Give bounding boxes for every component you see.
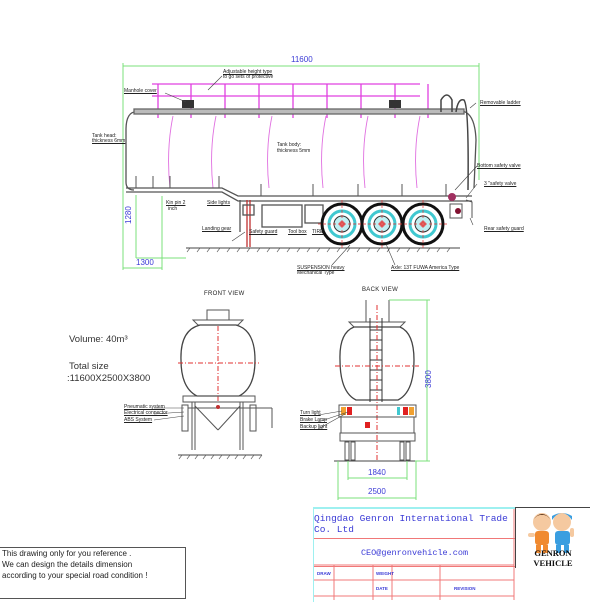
total-size-value: :11600X2500X3800: [67, 373, 151, 384]
back-height-label: 3800: [424, 370, 433, 388]
safety-guard-label: Safety guard: [249, 229, 278, 235]
overall-length-dimension: [122, 63, 480, 270]
turn-light-label: Turn light: [300, 410, 321, 416]
tire-label: TIRE: [312, 229, 324, 235]
frame-posts: [135, 176, 447, 196]
height-dimension-label: 1280: [124, 206, 133, 224]
revision-cell-label: REVISION: [454, 586, 476, 591]
removable-ladder-label: Removable ladder: [480, 100, 521, 106]
mascot-icon: [528, 513, 574, 553]
date-cell-label: DATE: [376, 586, 388, 591]
draw-cell-label: DRAW: [317, 571, 331, 576]
safety-valve-label: 3 "safety valve: [484, 181, 517, 187]
tank-head-label-2: thickness 6mm: [92, 138, 126, 144]
landing-gear: [242, 200, 255, 247]
chassis-frame: [126, 187, 472, 232]
inner-width-label: 1840: [368, 468, 386, 477]
rear-guard-label: Rear safety guard: [484, 226, 524, 232]
weight-cell-label: WEIGHT: [376, 571, 394, 576]
brake-lamp-label: Brake Lamp: [300, 417, 327, 423]
reference-note: This drawing only for you reference . We…: [0, 547, 186, 599]
wheel-2: [358, 200, 406, 248]
removable-ladder: [440, 94, 469, 191]
tank-body-label-1: Tank body:: [277, 142, 302, 148]
title-block-grid: [313, 507, 515, 600]
note-line-3: according to your special road condition…: [2, 571, 148, 580]
landing-gear-label: Landing gear: [202, 226, 232, 232]
abs-label: ABS System: [124, 417, 153, 423]
electrical-label: Electrical connector: [124, 410, 168, 416]
note-line-1: This drawing only for you reference .: [2, 549, 132, 558]
suspension-label-1: SUSPENSION heavy: [297, 265, 345, 271]
tank-head-label-1: Tank head:: [92, 133, 117, 139]
kingpin-label-1: Kin pin 2: [166, 200, 186, 206]
total-size-label: Total size: [69, 361, 109, 372]
wheel-3: [399, 200, 447, 248]
outer-width-label: 2500: [368, 487, 386, 496]
volume-spec: Volume: 40m³: [69, 334, 128, 345]
axle-label: Axle: 13T FUWA America Type: [391, 265, 460, 271]
title-block: Qingdao Genron International Trade Co. L…: [313, 507, 515, 602]
front-view-title: FRONT VIEW: [204, 291, 245, 297]
company-email[interactable]: CEO@genronvehicle.com: [314, 539, 515, 567]
back-view-title: BACK VIEW: [362, 287, 399, 293]
kingpin-label-2: inch: [168, 206, 178, 212]
leader-lines: [164, 75, 478, 266]
genron-logo: GENRON VEHICLE: [515, 507, 590, 568]
note-line-2: We can design the details dimension: [2, 560, 133, 569]
manhole-covers: [182, 100, 401, 108]
bottom-valve-label: Bottom safety valve: [477, 163, 521, 169]
rear-valves: [448, 193, 473, 219]
side-dimensions: [123, 195, 186, 270]
wheels: [318, 200, 447, 248]
kingpin-offset-label: 1300: [136, 258, 154, 267]
backup-light-label: Backup light: [300, 424, 328, 430]
tool-box-label: Tool box: [288, 229, 307, 235]
overall-length-label: 11600: [291, 55, 313, 64]
handrail-label-2: to go sets of protective: [223, 74, 274, 80]
tank-body-label-2: thickness 5mm: [277, 148, 311, 154]
company-name: Qingdao Genron International Trade Co. L…: [314, 509, 515, 539]
ground-hatch: [186, 247, 451, 253]
wheel-1: [318, 200, 366, 248]
logo-text: GENRON VEHICLE: [533, 548, 573, 568]
tank-body: [125, 108, 477, 191]
back-view-drawing: [317, 299, 430, 500]
manhole-label: Manhole cover: [124, 88, 157, 94]
pneumatic-label: Pneumatic system: [124, 404, 165, 410]
tank-baffles: [168, 115, 421, 189]
handrail-label-1: Adjustable height type: [223, 69, 273, 75]
front-view-drawing: [153, 309, 273, 460]
suspension-label-2: Mechanical Type: [297, 270, 335, 276]
side-lights-label: Side lights: [207, 200, 231, 206]
